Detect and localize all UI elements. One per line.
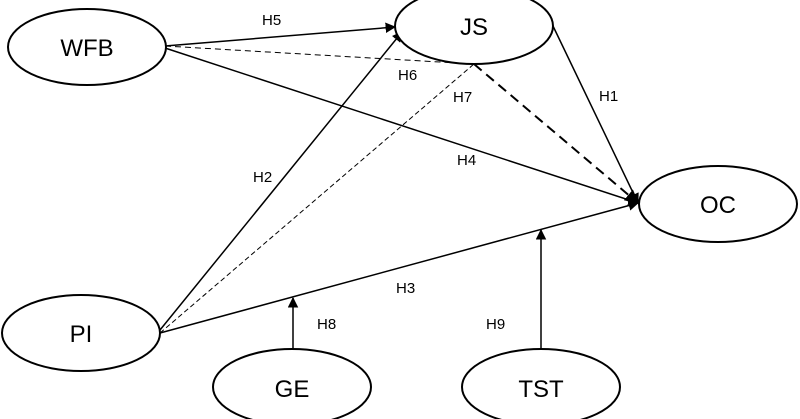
node-wfb: WFB [7, 8, 167, 86]
node-ge-label: GE [275, 376, 310, 403]
edge-label-h8: H8 [317, 316, 336, 333]
edge-label-h4: H4 [457, 152, 476, 169]
node-pi: PI [1, 294, 161, 372]
edge-label-h1: H1 [599, 88, 618, 105]
edge-h2-pi-js [159, 31, 403, 331]
edge-h1-js-oc [552, 25, 639, 204]
edge-h4-wfb-oc [164, 47, 639, 206]
node-pi-label: PI [70, 321, 93, 348]
edge-h5-wfb-js [164, 22, 397, 47]
node-oc: OC [638, 165, 798, 243]
node-oc-label: OC [700, 192, 736, 219]
node-tst: TST [461, 348, 621, 419]
edge-label-h3: H3 [396, 280, 415, 297]
edge-label-h2: H2 [253, 169, 272, 186]
node-js: JS [394, 0, 554, 65]
edge-h3-pi-oc [159, 200, 640, 334]
edge-label-h6: H6 [398, 67, 417, 84]
node-ge: GE [212, 348, 372, 419]
node-tst-label: TST [518, 376, 564, 403]
node-wfb-label: WFB [60, 35, 113, 62]
edge-label-h5: H5 [262, 12, 281, 29]
edge-dashed-js-oc [473, 63, 640, 204]
edge-h7-pi-js-dashed [159, 63, 475, 334]
edge-label-h7: H7 [453, 89, 472, 106]
edge-h6-wfb-js-dashed [164, 45, 475, 65]
edge-label-h9: H9 [486, 316, 505, 333]
node-js-label: JS [460, 14, 488, 41]
